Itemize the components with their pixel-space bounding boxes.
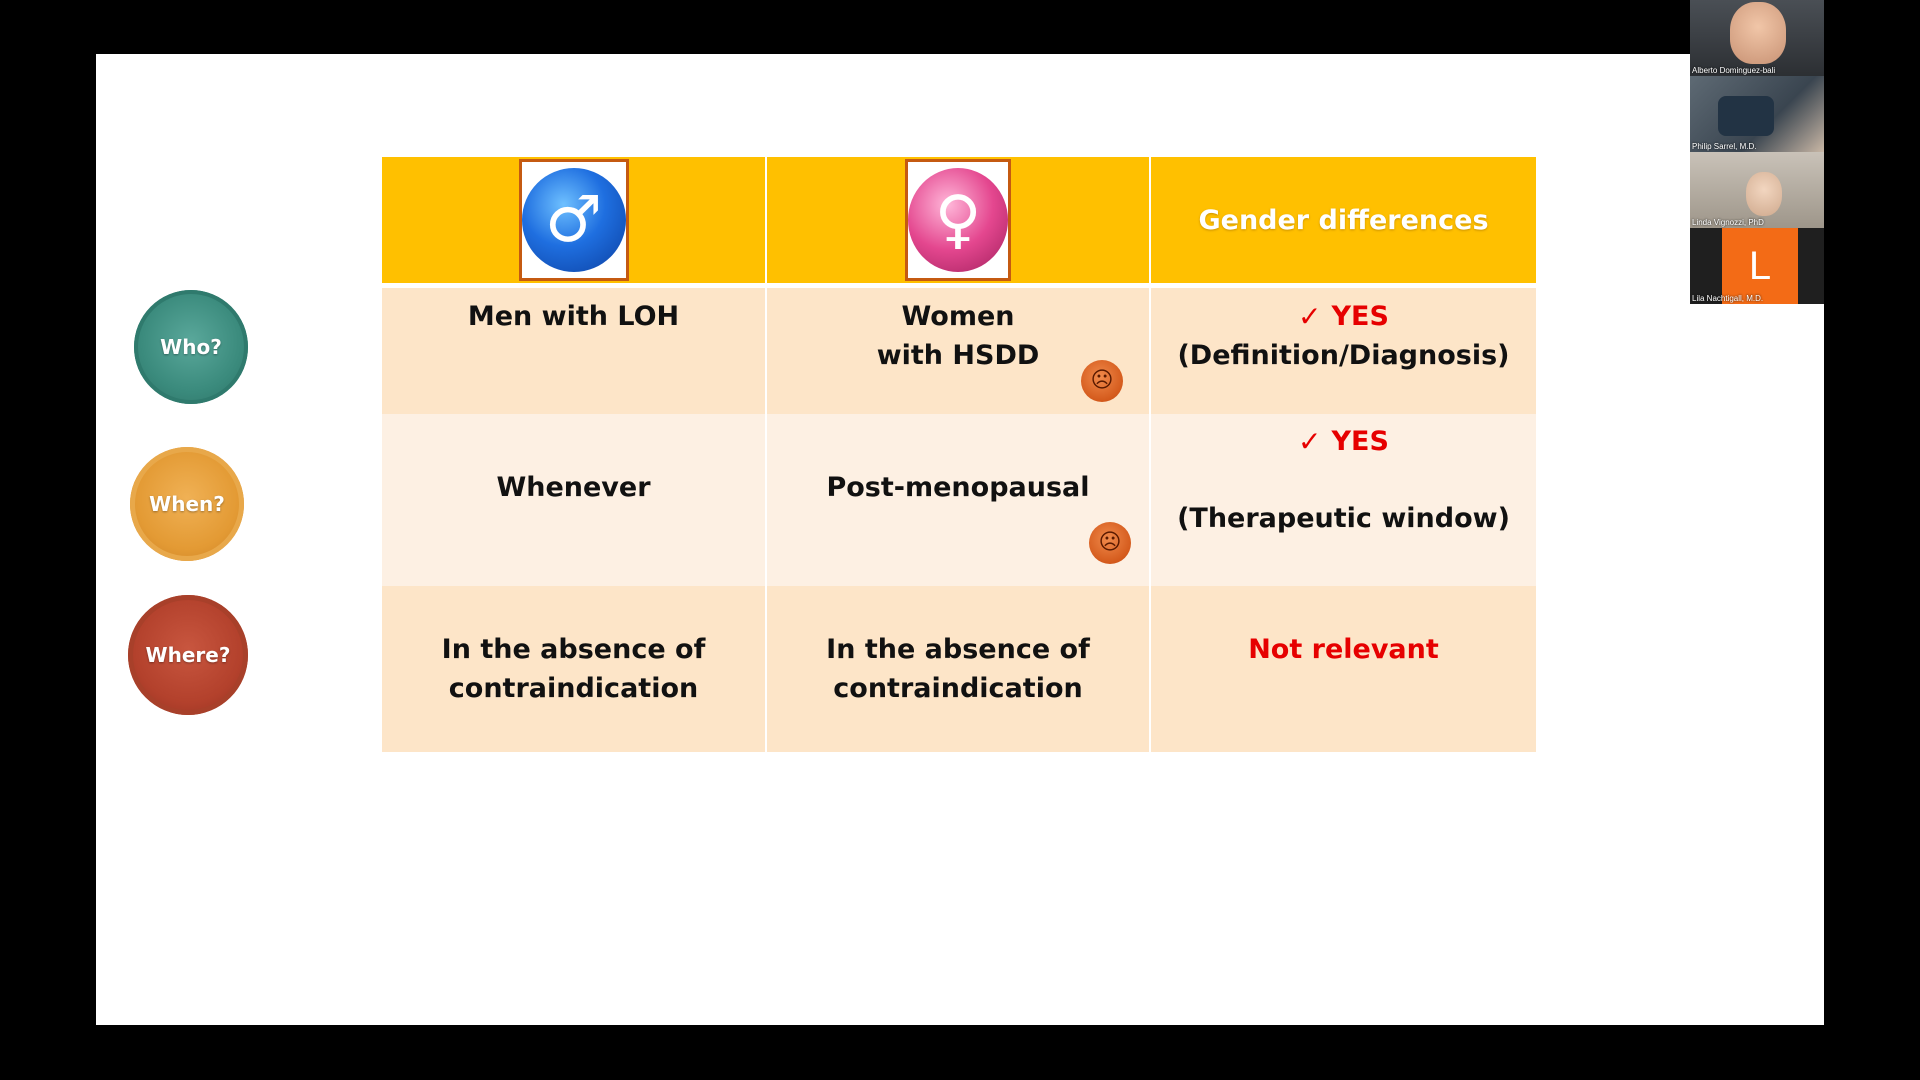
who-circle: Who? [134, 290, 248, 404]
header-women: ♀ [767, 157, 1151, 283]
check-icon: ✓ [1298, 425, 1322, 458]
when-label: When? [149, 492, 225, 516]
when-yes-line: ✓ YES [1298, 422, 1389, 461]
female-symbol-frame: ♀ [905, 159, 1011, 281]
participant-video-tile[interactable]: Linda Vignozzi, PhD [1690, 152, 1824, 228]
who-men-cell: Men with LOH [382, 288, 767, 414]
where-men-line2: contraindication [448, 673, 699, 704]
where-men-line1: In the absence of [441, 634, 706, 665]
comparison-table: ♂ ♀ Gender differences Men with LOH Wome… [382, 157, 1536, 752]
sad-face-icon: ☹ [1089, 522, 1131, 564]
when-yes-text: YES [1331, 426, 1389, 457]
participant-video-tile[interactable]: Alberto Dominguez-bali [1690, 0, 1824, 76]
presentation-slide: Who? When? Where? ♂ ♀ Gender differences… [96, 54, 1824, 1025]
participant-face [1746, 172, 1782, 216]
table-header: ♂ ♀ Gender differences [382, 157, 1536, 288]
participant-name: Philip Sarrel, M.D. [1692, 142, 1757, 151]
table-row: In the absence of contraindication In th… [382, 586, 1536, 752]
table-row: Whenever Post-menopausal ☹ ✓ YES (Therap… [382, 414, 1536, 586]
when-men-cell: Whenever [382, 414, 767, 586]
who-women-cell: Women with HSDD ☹ [767, 288, 1151, 414]
check-icon: ✓ [1298, 300, 1322, 333]
when-men-text: Whenever [496, 471, 651, 503]
who-women-line1: Women [901, 301, 1015, 332]
participant-face [1730, 2, 1786, 64]
participant-video-tile[interactable]: L Lila Nachtigall, M.D. [1690, 228, 1824, 304]
where-diff-cell: Not relevant [1151, 586, 1536, 752]
participant-avatar: L [1722, 228, 1798, 304]
when-women-cell: Post-menopausal ☹ [767, 414, 1151, 586]
who-yes-line: ✓ YES [1298, 297, 1389, 336]
header-gender-differences: Gender differences [1198, 204, 1489, 236]
male-symbol-icon: ♂ [521, 168, 626, 272]
participant-name: Alberto Dominguez-bali [1692, 66, 1776, 75]
where-women-line2: contraindication [833, 673, 1083, 704]
participant-background [1718, 96, 1774, 136]
table-row: Men with LOH Women with HSDD ☹ ✓ YES (De… [382, 288, 1536, 414]
who-women-line2: with HSDD [876, 340, 1040, 371]
participant-video-tile[interactable]: Philip Sarrel, M.D. [1690, 76, 1824, 152]
who-diff-cell: ✓ YES (Definition/Diagnosis) [1151, 288, 1536, 414]
participant-name: Lila Nachtigall, M.D. [1692, 294, 1764, 303]
where-women-cell: In the absence of contraindication [767, 586, 1151, 752]
where-women-line1: In the absence of [826, 634, 1090, 665]
male-symbol-frame: ♂ [518, 159, 629, 281]
who-diff-note: (Definition/Diagnosis) [1177, 340, 1510, 371]
who-men-text: Men with LOH [467, 301, 680, 332]
who-label: Who? [160, 335, 222, 359]
female-symbol-icon: ♀ [908, 168, 1008, 272]
who-yes-text: YES [1331, 301, 1389, 332]
where-circle: Where? [128, 595, 248, 715]
when-diff-cell: ✓ YES (Therapeutic window) [1151, 414, 1536, 586]
when-diff-note: (Therapeutic window) [1177, 503, 1510, 534]
where-men-cell: In the absence of contraindication [382, 586, 767, 752]
header-men: ♂ [382, 157, 767, 283]
when-women-text: Post-menopausal [826, 471, 1090, 503]
participant-name: Linda Vignozzi, PhD [1692, 218, 1764, 227]
sad-face-icon: ☹ [1081, 360, 1123, 402]
where-label: Where? [145, 643, 231, 667]
when-circle: When? [130, 447, 244, 561]
where-diff-text: Not relevant [1248, 634, 1439, 665]
